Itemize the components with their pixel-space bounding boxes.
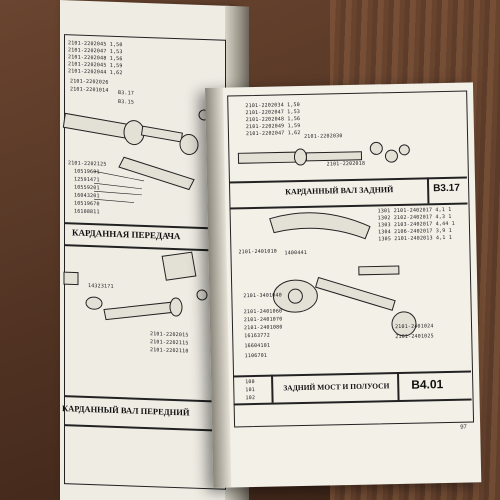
part-number: 12591471 (74, 176, 100, 184)
part-number: 10519670 (74, 200, 100, 208)
part-number: 2101-2202047 1,62 (245, 130, 301, 138)
page-number: 97 (460, 424, 467, 431)
part-number: 16043201 (74, 192, 100, 200)
part-number: 2101-2401070 (243, 316, 283, 324)
part-number: 14323171 (88, 282, 114, 290)
part-number: 2101-2401010 (238, 248, 278, 256)
part-number: 2101-2202115 (150, 339, 189, 347)
part-number: 16604101 (244, 342, 271, 350)
part-number: 2101-2401024 (394, 323, 434, 331)
part-number: 1106701 (244, 352, 268, 360)
section-code: B4.01 (411, 377, 444, 392)
part-number: 1400441 (284, 249, 308, 257)
left-page: 2101-2202045 1,50 2101-2202047 1,53 2101… (60, 0, 249, 500)
part-number: 10519601 (74, 168, 100, 176)
part-number: 2101-2401060 (243, 308, 283, 316)
part-number: 2101-2202047 1,53 (245, 109, 301, 117)
rear-axle-illustration (269, 212, 417, 337)
part-number: 2101-2401025 (395, 333, 434, 341)
front-shaft-illustration (63, 251, 208, 321)
part-number: 2101-2201014 (70, 86, 109, 94)
part-number: 16163772 (244, 332, 270, 340)
small-label: 101 (245, 387, 256, 394)
rear-shaft-illustration (237, 141, 410, 166)
part-number: 2101-2202015 (150, 331, 189, 339)
part-number: 2101-2202110 (150, 347, 189, 355)
small-label: 102 (245, 395, 256, 402)
part-number: 2101-2202026 (70, 78, 109, 86)
part-number: 2101-3401040 (243, 292, 282, 300)
part-number: 2101-2202034 1,50 (245, 102, 301, 110)
right-page: 2101-2202034 1,50 2101-2202047 1,53 2101… (205, 82, 482, 488)
callout-code: B3.17 (118, 90, 135, 97)
drive-shaft-illustration (62, 109, 218, 203)
part-number: 2101-2202049 1,59 (245, 123, 301, 131)
section-code: B3.17 (433, 182, 460, 195)
small-label: 100 (245, 379, 255, 386)
part-number: 2101-2202048 1,56 (245, 116, 301, 124)
part-number: 16108811 (74, 208, 100, 216)
part-number: 10559201 (74, 184, 100, 192)
part-number: 2101-2401080 (243, 324, 283, 332)
